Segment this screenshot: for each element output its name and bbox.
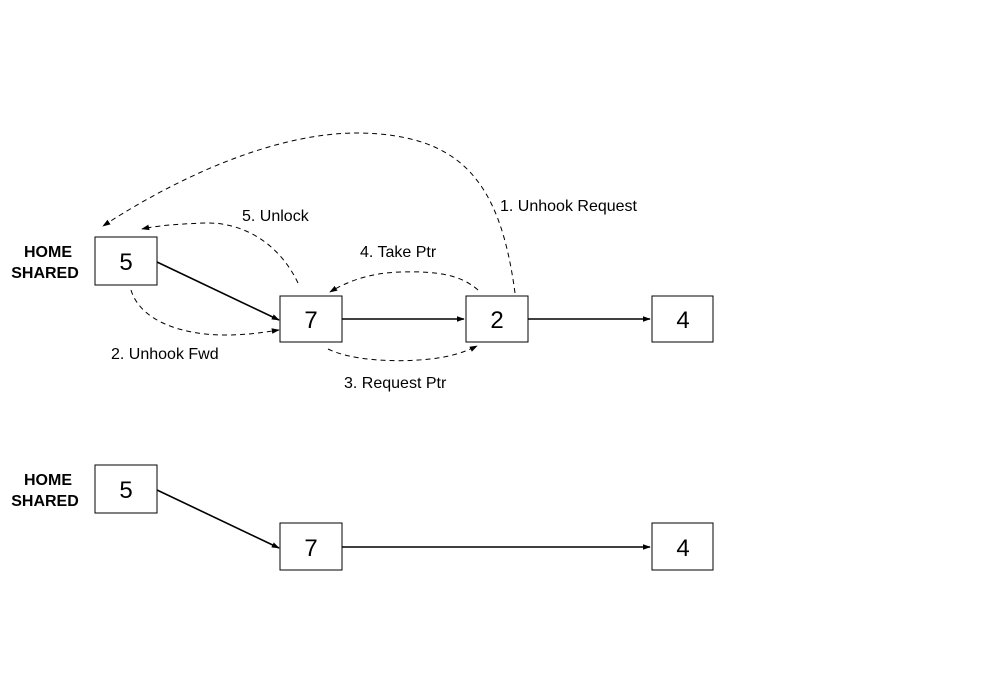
unlock-arrow (141, 222, 299, 284)
home-label-line2: SHARED (11, 265, 79, 282)
after-diagram: HOME SHARED 5 7 4 (11, 464, 714, 571)
home-label-line1: HOME (24, 244, 72, 261)
request-ptr-arrow (327, 345, 478, 362)
node-7: 7 (279, 295, 343, 343)
step-label-unhook-fwd: 2. Unhook Fwd (111, 346, 219, 363)
node-value: 7 (304, 535, 317, 562)
link-5-to-7 (156, 261, 280, 321)
node-5: 5 (94, 236, 158, 286)
link-5-to-7 (156, 489, 280, 549)
node-7: 7 (279, 522, 343, 571)
step-label-unhook-request: 1. Unhook Request (500, 198, 638, 215)
step-label-request-ptr: 3. Request Ptr (344, 375, 447, 392)
node-value: 5 (119, 249, 132, 276)
take-ptr-arrow (329, 271, 479, 293)
node-5: 5 (94, 464, 158, 514)
node-value: 4 (676, 307, 689, 334)
home-label-line2: SHARED (11, 493, 79, 510)
node-value: 2 (490, 307, 503, 334)
node-4: 4 (651, 522, 714, 571)
step-label-take-ptr: 4. Take Ptr (360, 244, 437, 261)
home-label-line1: HOME (24, 472, 72, 489)
node-value: 5 (119, 477, 132, 504)
step-label-unlock: 5. Unlock (242, 208, 310, 225)
node-value: 4 (676, 535, 689, 562)
before-diagram: HOME SHARED 5 7 2 4 1. Unhook Reques (11, 132, 714, 392)
node-4: 4 (651, 295, 714, 343)
node-2: 2 (465, 295, 529, 343)
unhook-fwd-arrow (130, 289, 280, 336)
node-value: 7 (304, 307, 317, 334)
unhook-request-arrow (102, 132, 516, 294)
